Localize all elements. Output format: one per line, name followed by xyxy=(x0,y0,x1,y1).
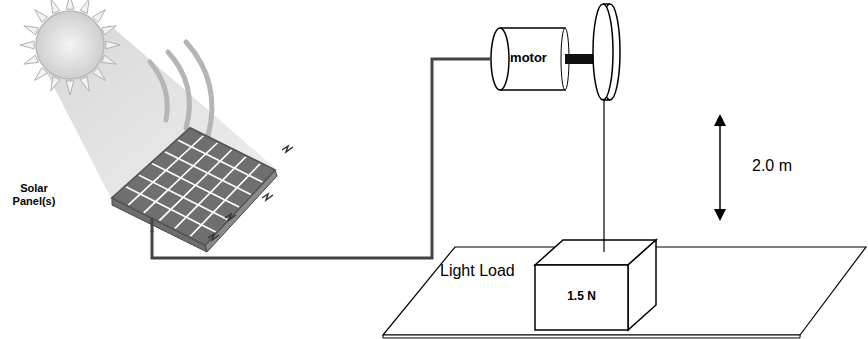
platform-edge xyxy=(383,335,800,338)
spark-marks xyxy=(208,146,293,240)
wire-stub xyxy=(151,218,154,232)
load-label: Light Load xyxy=(440,262,515,280)
pulley xyxy=(593,4,620,100)
panel-group: Solar Panel(s) xyxy=(2,120,280,230)
load-block xyxy=(535,240,656,330)
node-label: Solar Panel(s) xyxy=(6,182,62,208)
node-label: motor xyxy=(492,50,565,65)
dimension-label: 2.0 m xyxy=(752,157,792,175)
dimension-arrow xyxy=(714,114,726,221)
sun-rays xyxy=(20,0,120,95)
motor-box: motor xyxy=(492,28,565,90)
sun xyxy=(36,11,104,79)
motor-body xyxy=(491,28,599,90)
load-box: 1.5 N xyxy=(535,265,628,330)
heat-waves xyxy=(150,42,212,136)
string xyxy=(603,100,604,252)
solar-panel xyxy=(112,128,277,252)
node-label: 1.5 N xyxy=(535,289,628,303)
wire xyxy=(152,59,492,258)
